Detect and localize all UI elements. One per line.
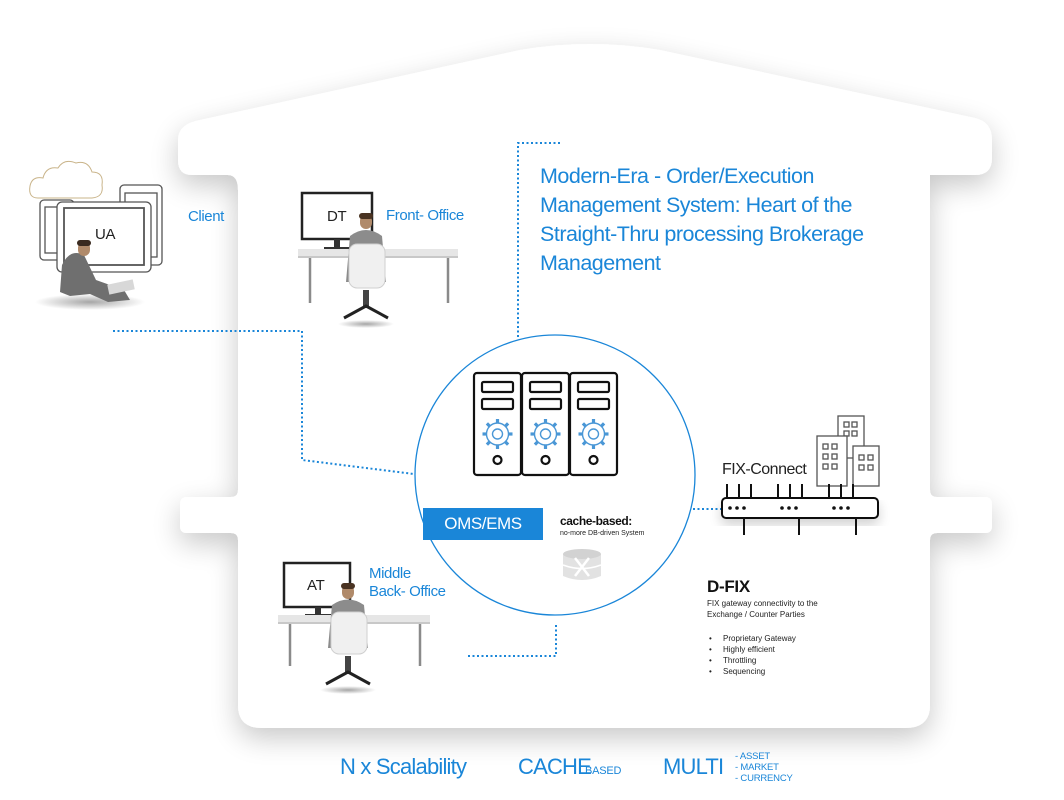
oms-ems-badge: OMS/EMS — [423, 508, 543, 540]
person-laptop-icon — [35, 240, 145, 310]
gear-icon — [482, 419, 609, 449]
headline-line-1: Modern-Era - Order/Execution — [540, 164, 814, 188]
dfix-description-line2: Exchange / Counter Parties — [707, 610, 805, 619]
connector-client-to-oms — [113, 330, 423, 476]
tablet-icon — [39, 184, 163, 273]
headline: Modern-Era - Order/Execution Management … — [540, 162, 864, 278]
cache-based-title: cache-based: — [560, 514, 632, 528]
footer-scalability: N x Scalability — [340, 754, 467, 779]
footer-multi-list: - ASSET - MARKET - CURRENCY — [735, 751, 793, 784]
back-office-monitor-label: AT — [307, 577, 325, 594]
client-device-label: UA — [95, 226, 116, 243]
dfix-feature: Proprietary Gateway — [707, 633, 796, 644]
dfix-title: D-FIX — [707, 577, 750, 596]
connector-headline-to-oms — [517, 142, 560, 342]
dfix-feature: Sequencing — [707, 666, 796, 677]
headline-line-3: Straight-Thru processing Brokerage — [540, 222, 864, 246]
footer-multi: MULTI — [663, 754, 724, 779]
dfix-description: FIX gateway connectivity to the Exchange… — [707, 598, 818, 620]
server-rack-icon — [472, 371, 619, 477]
office-chair-icon — [338, 213, 394, 328]
footer-cache: CACHE — [518, 754, 592, 779]
building-icon — [816, 415, 880, 487]
footer-multi-item: - ASSET — [735, 751, 771, 762]
cache-based-subtitle: no-more DB-driven System — [560, 530, 645, 537]
back-office-label-line2: Back- Office — [369, 583, 446, 600]
headline-line-2: Management System: Heart of the — [540, 193, 852, 217]
front-office-monitor-label: DT — [327, 208, 347, 225]
front-office-label: Front- Office — [386, 207, 464, 224]
footer-multi-item: - MARKET — [735, 762, 779, 773]
dfix-feature: Highly efficient — [707, 644, 796, 655]
dfix-feature-list: Proprietary Gateway Highly efficient Thr… — [707, 633, 796, 677]
back-office-label-line1: Middle — [369, 565, 411, 582]
connector-oms-to-backoffice — [466, 625, 557, 657]
headline-line-4: Management — [540, 251, 661, 275]
office-chair-icon — [320, 583, 376, 694]
dfix-feature: Throttling — [707, 655, 796, 666]
dfix-description-line1: FIX gateway connectivity to the — [707, 599, 818, 608]
footer-multi-item: - CURRENCY — [735, 773, 793, 784]
footer-cache-suffix: BASED — [585, 765, 622, 777]
network-switch-icon — [721, 484, 879, 535]
client-label: Client — [188, 208, 224, 225]
connector-lines — [113, 142, 722, 657]
fix-connect-label: FIX-Connect — [722, 461, 807, 478]
cloud-icon — [29, 160, 103, 199]
database-x-icon — [562, 549, 602, 580]
